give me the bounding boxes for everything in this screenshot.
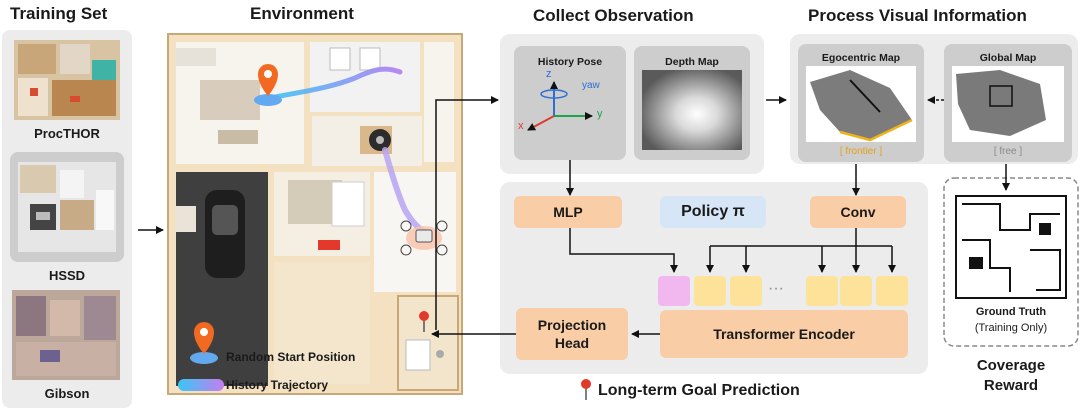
conv-box: Conv: [810, 196, 906, 228]
axis-z-label: z: [546, 68, 552, 80]
legend-trajectory-label: History Trajectory: [226, 378, 329, 392]
history-pose-card: [514, 46, 626, 160]
legend-start-label: Random Start Position: [226, 350, 356, 364]
egocentric-map-image: [806, 66, 916, 142]
goal-pin-icon: [419, 311, 429, 332]
token-ellipsis: ···: [768, 280, 784, 297]
frontier-label: [ frontier ]: [839, 146, 883, 157]
transformer-encoder-box: Transformer Encoder: [660, 310, 908, 358]
pose-token: [658, 276, 690, 306]
environment-header: Environment: [250, 4, 354, 23]
depth-map-label: Depth Map: [665, 56, 719, 68]
egocentric-map-label: Egocentric Map: [821, 52, 901, 64]
history-pose-label: History Pose: [537, 56, 603, 68]
long-term-goal-label: Long-term Goal Prediction: [598, 382, 800, 399]
axis-x-label: x: [518, 120, 524, 132]
gibson-thumbnail: [12, 290, 120, 380]
start-position-pin-icon: [254, 64, 282, 106]
procthor-thumbnail: [14, 40, 120, 120]
long-term-goal-pin-icon: [581, 379, 591, 400]
goal-room-inset: [397, 295, 459, 391]
yaw-label: yaw: [582, 80, 600, 91]
global-map-image: [952, 66, 1064, 142]
coverage-reward-label: Coverage Reward: [976, 357, 1046, 394]
training-set-header: Training Set: [10, 4, 108, 23]
collect-observation-header: Collect Observation: [533, 6, 694, 25]
training-only-label: (Training Only): [974, 322, 1048, 334]
global-map-label: Global Map: [979, 52, 1037, 64]
legend-start-icon: [190, 322, 218, 364]
procthor-label: ProcTHOR: [34, 126, 100, 141]
depth-map-image: [642, 70, 742, 150]
legend-trajectory-swatch: [178, 379, 224, 391]
axis-y-label: y: [597, 108, 603, 120]
visual-token: [694, 276, 726, 306]
free-label: [ free ]: [993, 146, 1023, 157]
visual-token: [806, 276, 838, 306]
hssd-label: HSSD: [48, 268, 86, 283]
hssd-thumbnail: [18, 162, 116, 252]
projection-head-box: Projection Head: [516, 308, 628, 360]
drone-icon: [400, 220, 448, 256]
mlp-box: MLP: [514, 196, 622, 228]
ground-truth-map-image: [955, 195, 1067, 299]
visual-token: [840, 276, 872, 306]
ground-truth-label: Ground Truth: [975, 306, 1047, 318]
gibson-label: Gibson: [44, 386, 90, 401]
visual-token: [876, 276, 908, 306]
visual-token: [730, 276, 762, 306]
policy-title: Policy π: [660, 196, 766, 228]
pose-axes: [527, 81, 593, 131]
process-visual-header: Process Visual Information: [808, 6, 1027, 25]
